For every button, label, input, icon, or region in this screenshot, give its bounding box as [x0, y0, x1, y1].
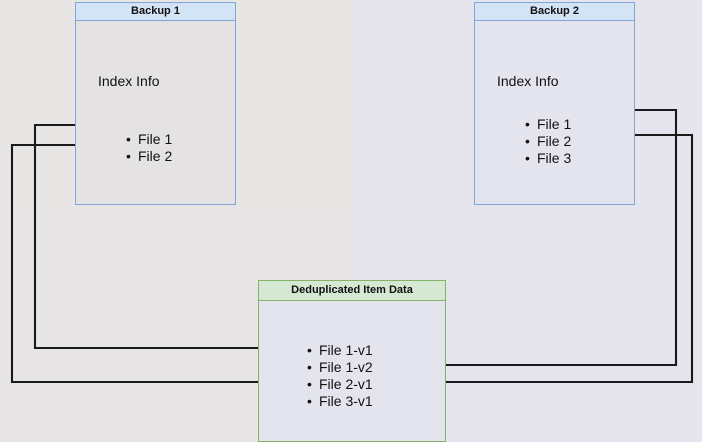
backup-2-index-label: Index Info [497, 73, 559, 89]
list-item: File 3 [525, 150, 571, 167]
backup-1-file-list: File 1 File 2 [124, 131, 172, 165]
backup-1-title: Backup 1 [76, 3, 235, 21]
backup-1-index-label: Index Info [98, 73, 160, 89]
dedup-body: File 1-v1 File 1-v2 File 2-v1 File 3-v1 [259, 301, 445, 441]
connector-backup1-file2-to-file2v1 [10, 143, 300, 382]
backup-2-box[interactable]: Backup 2 Index Info File 1 File 2 File 3 [474, 2, 635, 205]
dedup-title: Deduplicated Item Data [259, 281, 445, 301]
list-item: File 1 [126, 131, 172, 148]
backup-1-box[interactable]: Backup 1 Index Info File 1 File 2 [75, 2, 236, 205]
list-item: File 3-v1 [307, 393, 373, 410]
connector-backup2-file2-to-file2v1 [392, 133, 694, 382]
connector-backup2-file1-to-file1v2 [392, 108, 678, 365]
list-item: File 1-v2 [307, 359, 373, 376]
backup-2-file-list: File 1 File 2 File 3 [523, 116, 571, 167]
deduplicated-item-data-box[interactable]: Deduplicated Item Data File 1-v1 File 1-… [258, 280, 446, 442]
list-item: File 2 [126, 148, 172, 165]
backup-2-title: Backup 2 [475, 3, 634, 21]
list-item: File 2-v1 [307, 376, 373, 393]
backup-2-body: Index Info File 1 File 2 File 3 [475, 21, 634, 204]
list-item: File 1-v1 [307, 342, 373, 359]
backup-1-body: Index Info File 1 File 2 [76, 21, 235, 204]
dedup-item-list: File 1-v1 File 1-v2 File 2-v1 File 3-v1 [305, 342, 373, 410]
list-item: File 1 [525, 116, 571, 133]
list-item: File 2 [525, 133, 571, 150]
